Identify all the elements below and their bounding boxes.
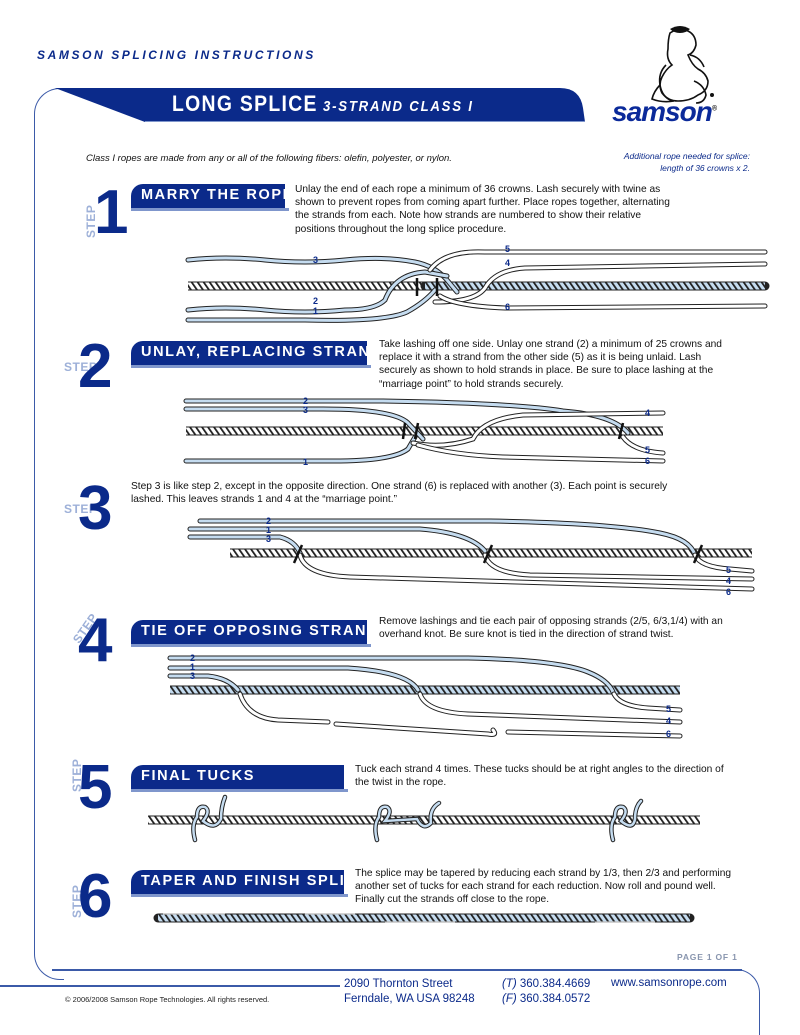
svg-text:5: 5 [726, 565, 731, 575]
step-4-diagram: 2 1 3 5 4 6 [167, 653, 683, 739]
fax-number: 360.384.0572 [519, 993, 591, 1005]
page-frame [34, 88, 64, 980]
step-5-description: Tuck each strand 4 times. These tucks sh… [355, 764, 724, 789]
svg-text:6: 6 [645, 456, 650, 466]
step-6-title: TAPER AND FINISH SPLICE [131, 870, 367, 897]
address: 2090 Thornton Street Ferndale, WA USA 98… [344, 978, 475, 1005]
website-link[interactable]: www.samsonrope.com [611, 977, 727, 989]
step-3-number: 3 [78, 474, 113, 543]
step-3-description: Step 3 is like step 2, except in the opp… [131, 481, 668, 506]
step-2-title: UNLAY, REPLACING STRANDS [131, 341, 392, 368]
svg-text:5: 5 [505, 244, 510, 254]
step-2-description: Take lashing off one side. Unlay one str… [379, 339, 722, 390]
step-3-label: STEP [64, 502, 98, 516]
step-1-description: Unlay the end of each rope a minimum of … [295, 184, 670, 235]
step-5-number: 5 [78, 753, 113, 822]
svg-text:2: 2 [303, 396, 308, 406]
footer-left-rule [0, 985, 340, 987]
svg-text:2: 2 [266, 516, 271, 526]
svg-text:3: 3 [313, 255, 318, 265]
step-4-title: TIE OFF OPPOSING STRANDS [131, 620, 389, 647]
step-3-diagram: 2 1 3 5 4 6 [187, 516, 755, 597]
svg-text:2: 2 [190, 653, 195, 663]
step-6-description: The splice may be tapered by reducing ea… [355, 868, 732, 906]
svg-text:6: 6 [666, 729, 671, 739]
svg-text:6: 6 [726, 587, 731, 597]
step-6-diagram [153, 913, 695, 923]
svg-text:2: 2 [313, 296, 318, 306]
step-1-diagram: 3 2 1 5 4 6 [185, 244, 770, 323]
page-indicator: PAGE 1 OF 1 [677, 952, 738, 962]
step-1-title: MARRY THE ROPES [131, 184, 304, 211]
fax-label: (F) [502, 993, 517, 1005]
footer-frame-curve [700, 969, 760, 1035]
svg-text:4: 4 [726, 576, 731, 586]
svg-text:5: 5 [666, 704, 671, 714]
step-1-number: 1 [94, 178, 129, 247]
step-4-number: 4 [78, 606, 113, 675]
svg-text:1: 1 [303, 457, 308, 467]
svg-text:1: 1 [190, 662, 195, 672]
svg-text:5: 5 [645, 445, 650, 455]
step-5-title: FINAL TUCKS [131, 765, 348, 792]
samson-logo-figure-icon [651, 26, 714, 104]
svg-text:4: 4 [645, 408, 650, 418]
svg-text:3: 3 [303, 405, 308, 415]
contact-numbers: (T) 360.384.4669 (F) 360.384.0572 [502, 977, 590, 1007]
svg-text:4: 4 [505, 258, 510, 268]
step-5-diagram [148, 794, 700, 843]
step-6-number: 6 [78, 862, 113, 931]
svg-text:6: 6 [505, 302, 510, 312]
copyright: © 2006/2008 Samson Rope Technologies. Al… [65, 995, 270, 1004]
title-sub: 3-STRAND CLASS I [323, 98, 474, 115]
phone-number[interactable]: 360.384.4669 [519, 978, 591, 990]
step-4-description: Remove lashings and tie each pair of opp… [379, 616, 723, 641]
brand-line: SAMSON SPLICING INSTRUCTIONS [37, 48, 316, 62]
title-banner [55, 88, 585, 122]
title-main: LONG SPLICE [172, 91, 318, 116]
phone-label: (T) [502, 978, 517, 990]
svg-text:3: 3 [190, 671, 195, 681]
step-2-number: 2 [78, 332, 113, 401]
svg-text:1: 1 [266, 525, 271, 535]
step-2-label: STEP [64, 360, 98, 374]
samson-logo-wordmark: samson® [612, 96, 717, 127]
svg-text:4: 4 [666, 716, 671, 726]
svg-text:3: 3 [266, 534, 271, 544]
svg-text:1: 1 [313, 306, 318, 316]
step-2-diagram: 2 3 1 4 5 6 [183, 396, 666, 467]
fibers-note: Class I ropes are made from any or all o… [86, 153, 452, 164]
additional-rope-note: Additional rope needed for splice: lengt… [623, 151, 750, 173]
page-title: LONG SPLICE 3-STRAND CLASS I [172, 91, 474, 117]
footer-divider [52, 969, 742, 971]
